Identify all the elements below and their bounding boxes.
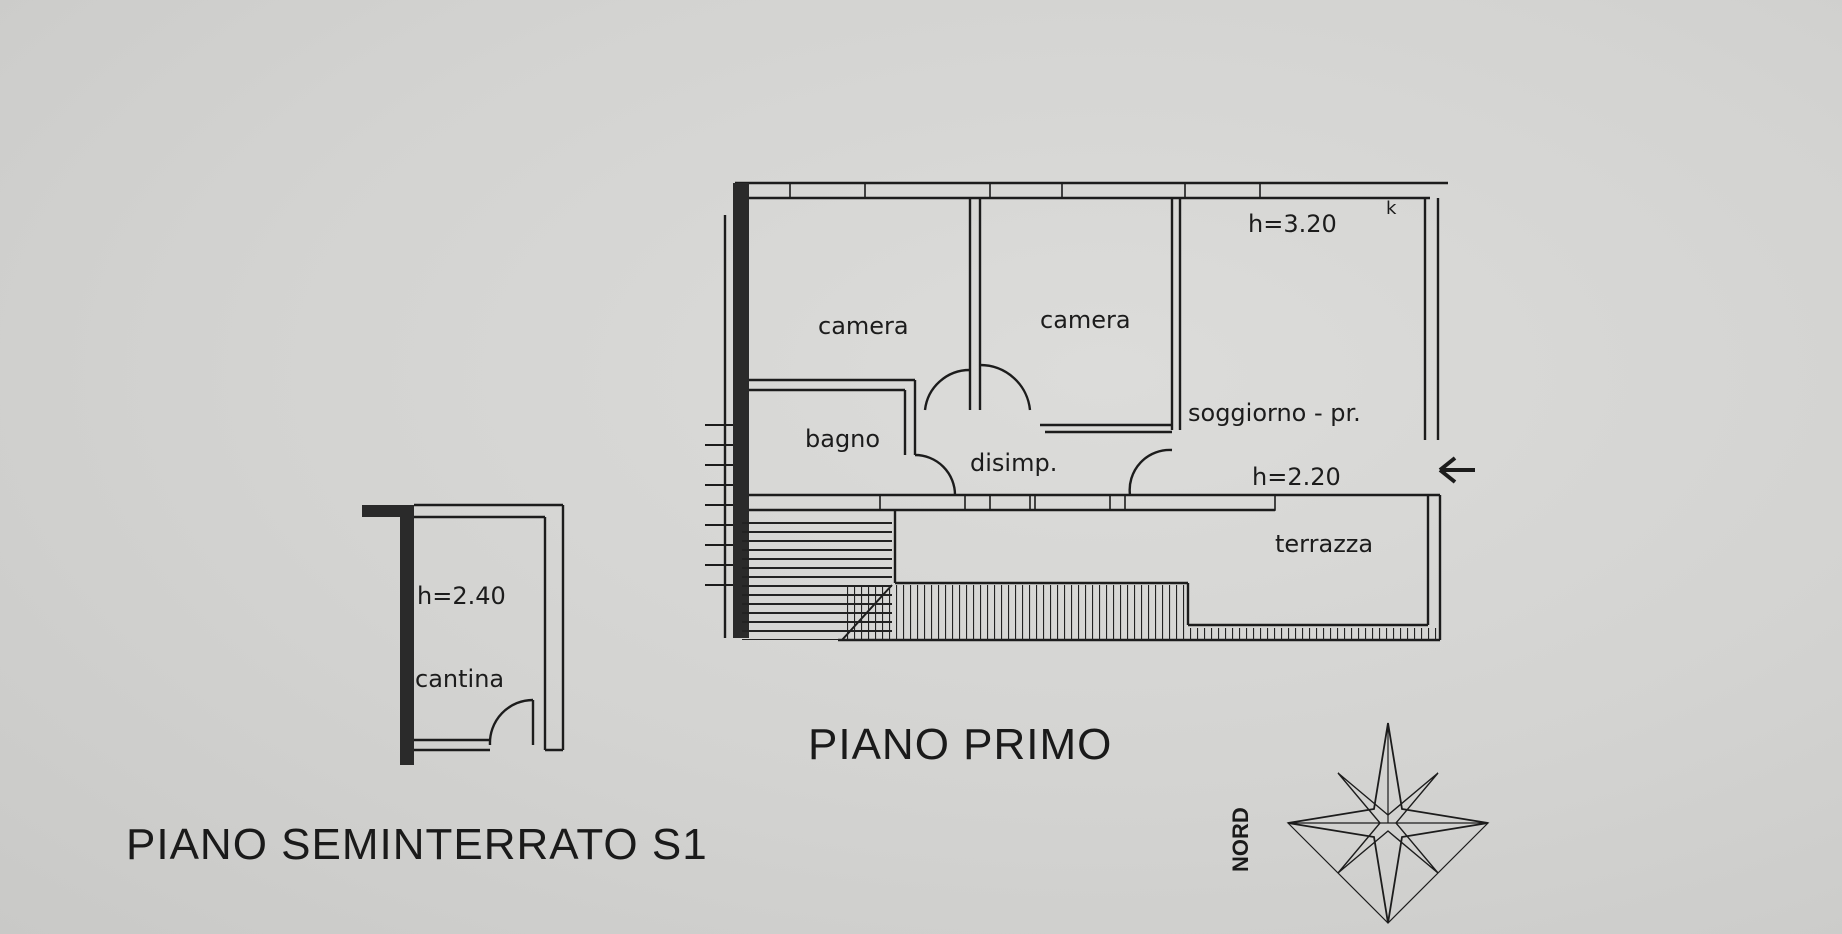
room-label-bagno: bagno (805, 425, 881, 453)
title-piano-primo: PIANO PRIMO (808, 720, 1113, 769)
entrance-arrow-icon (1438, 456, 1475, 484)
title-piano-seminterrato: PIANO SEMINTERRATO S1 (126, 820, 708, 869)
room-label-camera-1: camera (818, 312, 909, 340)
room-label-terrazza: terrazza (1275, 530, 1374, 558)
piano-primo-walls (723, 181, 1448, 642)
compass-label: NORD (1228, 807, 1253, 872)
height-label-cantina: h=2.40 (417, 582, 506, 610)
compass-rose-icon (1286, 722, 1490, 924)
balustrade-hatch (845, 585, 1190, 640)
room-label-cantina: cantina (415, 665, 505, 693)
cantina-walls (362, 503, 565, 765)
room-label-disimp: disimp. (970, 449, 1058, 477)
left-steps-ticks (705, 424, 733, 586)
room-label-camera-2: camera (1040, 306, 1131, 334)
kitchen-mark: k (1386, 198, 1397, 219)
height-label-main: h=3.20 (1248, 210, 1337, 238)
room-label-soggiorno: soggiorno - pr. (1188, 399, 1361, 427)
height-label-lower: h=2.20 (1252, 463, 1341, 491)
